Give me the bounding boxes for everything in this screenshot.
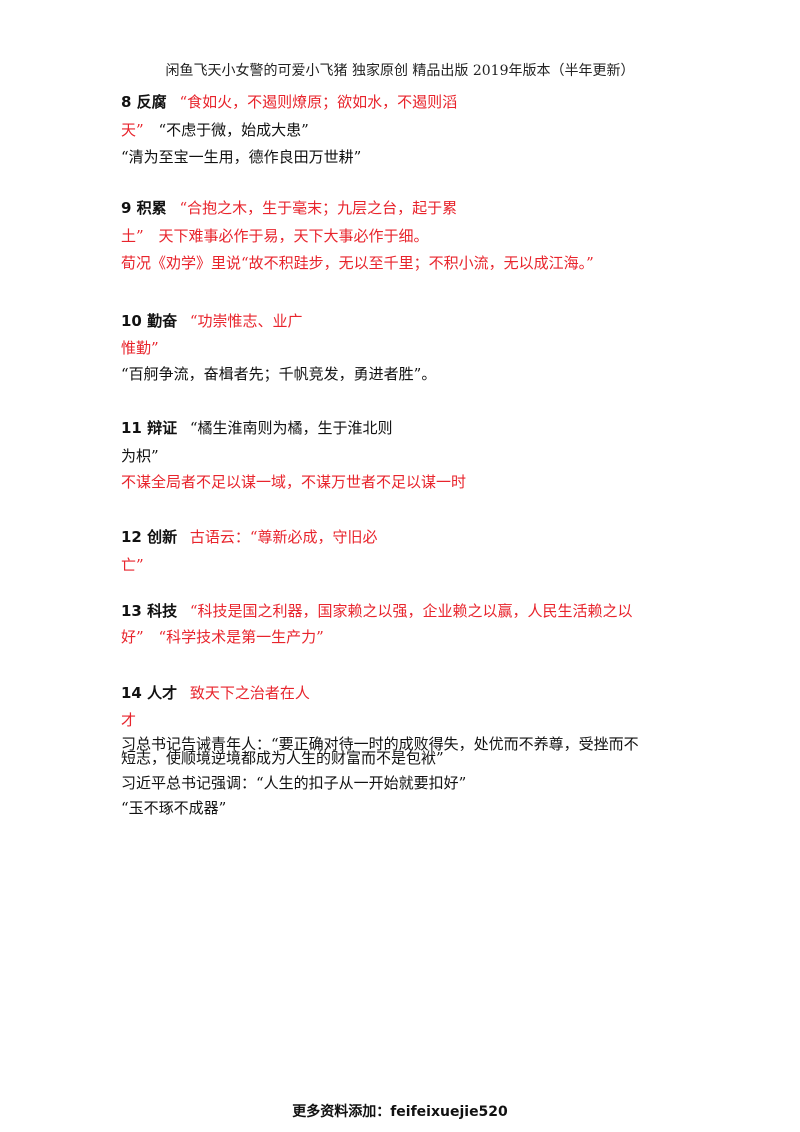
section-14-line-6: “玉不琢不成器”	[121, 799, 227, 817]
footer-contact: feifeixuejie520	[390, 1104, 508, 1120]
section-8-quote-1-end: 天”	[121, 121, 144, 139]
section-10-title: 10 勤奋	[121, 312, 178, 330]
section-14-line-4: 短志，使顺境逆境都成为人生的财富而不是包袱”	[121, 749, 444, 767]
section-9-quote-2: 天下难事必作于易，天下大事必作于细。	[158, 227, 429, 245]
section-9-quote-1-end: 土”	[121, 227, 144, 245]
section-12-line-2: 亡”	[121, 556, 144, 574]
page-footer: 更多资料添加：feifeixuejie520	[0, 1101, 800, 1121]
section-8-title: 8 反腐	[121, 93, 167, 111]
section-9-line-2: 土” 天下难事必作于易，天下大事必作于细。	[121, 226, 428, 246]
section-9-title: 9 积累	[121, 199, 167, 217]
section-9-line-1: 9 积累 “合抱之木，生于毫末；九层之台，起于累	[121, 198, 457, 218]
section-14-title: 14 人才	[121, 684, 178, 702]
section-10-line-2: 惟勤”	[121, 339, 159, 357]
section-10-line-1: 10 勤奋 “功崇惟志、业广	[121, 311, 303, 331]
section-8-line-3: “清为至宝一生用，德作良田万世耕”	[121, 148, 362, 166]
section-13-quote-1: “科技是国之利器，国家赖之以强，企业赖之以赢，人民生活赖之以	[189, 602, 633, 620]
section-14-line-1: 14 人才 致天下之治者在人	[121, 683, 310, 703]
section-12-line-1: 12 创新 古语云：“尊新必成，守旧必	[121, 527, 378, 547]
section-14-line-2: 才	[121, 711, 137, 729]
section-10-line-3: “百舸争流，奋楫者先；千帆竞发，勇进者胜”。	[121, 365, 437, 383]
section-14-line-5: 习近平总书记强调：“人生的扣子从一开始就要扣好”	[121, 774, 467, 792]
section-11-line-2: 为枳”	[121, 447, 159, 465]
section-11-line-1: 11 辩证 “橘生淮南则为橘，生于淮北则	[121, 418, 393, 438]
section-10-quote-1: “功崇惟志、业广	[189, 312, 303, 330]
section-11-line-3: 不谋全局者不足以谋一域，不谋万世者不足以谋一时	[121, 473, 467, 491]
section-12-title: 12 创新	[121, 528, 178, 546]
section-13-line-2: 好” “科学技术是第一生产力”	[121, 627, 324, 647]
section-13-quote-2: “科学技术是第一生产力”	[158, 628, 324, 646]
section-13-title: 13 科技	[121, 602, 178, 620]
section-11-quote-1: “橘生淮南则为橘，生于淮北则	[189, 419, 393, 437]
section-8-line-2: 天” “不虑于微，始成大患”	[121, 120, 309, 140]
section-8-line-1: 8 反腐 “食如火，不遏则燎原；欲如水，不遏则滔	[121, 92, 457, 112]
section-9-quote-1: “合抱之木，生于毫末；九层之台，起于累	[179, 199, 458, 217]
section-13-line-1: 13 科技 “科技是国之利器，国家赖之以强，企业赖之以赢，人民生活赖之以	[121, 601, 633, 621]
section-9-line-3: 荀况《劝学》里说“故不积跬步，无以至千里；不积小流，无以成江海。”	[121, 254, 594, 272]
section-13-quote-1-end: 好”	[121, 628, 144, 646]
section-14-quote-1: 致天下之治者在人	[189, 684, 310, 702]
section-11-title: 11 辩证	[121, 419, 178, 437]
section-14-line-3: 习总书记告诫青年人：“要正确对待一时的成败得失，处优而不养尊，受挫而不	[121, 735, 639, 753]
section-8-quote-2: “不虑于微，始成大患”	[158, 121, 309, 139]
page-header: 闲鱼飞天小女警的可爱小飞猪 独家原创 精品出版 2019年版本（半年更新）	[165, 63, 635, 79]
footer-label: 更多资料添加：	[292, 1104, 391, 1120]
section-8-quote-1: “食如火，不遏则燎原；欲如水，不遏则滔	[179, 93, 458, 111]
section-12-quote-1: 古语云：“尊新必成，守旧必	[189, 528, 378, 546]
